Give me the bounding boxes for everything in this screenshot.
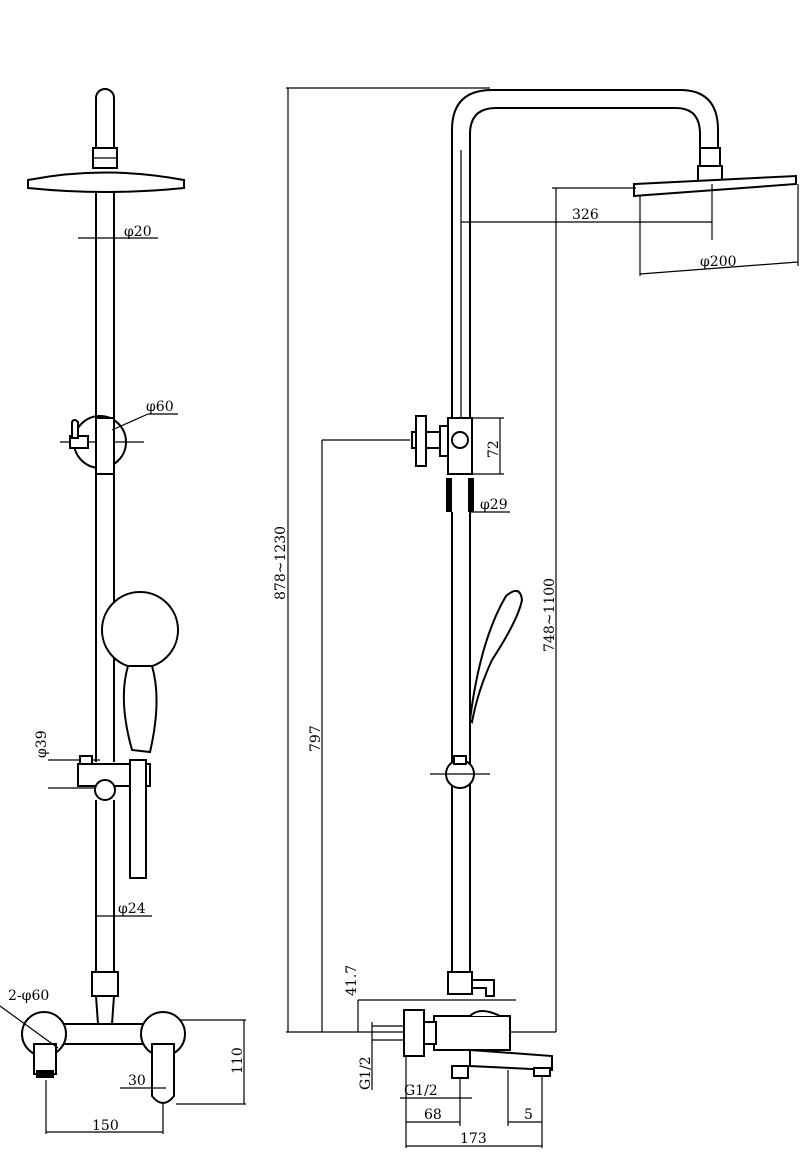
side-72-label: 72 — [486, 440, 502, 458]
side-mixer-coupling — [447, 971, 473, 995]
side-41-7-label: 41.7 — [344, 965, 360, 996]
side-gooseneck-inner — [469, 107, 701, 420]
front-upper-pipe — [95, 88, 115, 150]
front-shower-head — [27, 171, 185, 193]
side-slider-right — [468, 478, 474, 512]
side-5-label: 5 — [524, 1107, 533, 1123]
side-holder-pin — [453, 755, 467, 765]
side-spout — [469, 1048, 553, 1072]
side-overall-label: 878~1230 — [273, 526, 289, 600]
side-173-label: 173 — [460, 1131, 487, 1147]
front-left-inlet — [33, 1043, 57, 1075]
side-head-nut — [699, 147, 721, 167]
front-diverter-collar — [95, 417, 115, 475]
side-slider-left — [446, 478, 452, 512]
front-phi60-leader — [111, 413, 149, 431]
front-phi39-label: φ39 — [34, 730, 50, 758]
front-phi20-label: φ20 — [124, 224, 152, 240]
side-hand-shower — [468, 589, 524, 725]
side-outlet — [451, 1065, 469, 1079]
front-phi24-label: φ24 — [118, 901, 146, 917]
side-mixer-nut — [423, 1021, 437, 1045]
side-head-height-label: 748~1100 — [542, 578, 558, 652]
side-view: 878~1230 797 φ200 326 748~1100 — [273, 87, 799, 1148]
side-mixer-body — [433, 1015, 511, 1051]
side-phi200-label: φ200 — [700, 254, 737, 270]
front-mixer-coupling — [91, 971, 119, 997]
side-phi200-dim-line — [639, 261, 799, 275]
side-68-label: 68 — [424, 1107, 442, 1123]
side-mixer-lever — [471, 979, 495, 997]
front-hand-shower-head — [101, 591, 179, 669]
side-phi29-label: φ29 — [480, 497, 508, 513]
side-spout-tip — [533, 1067, 551, 1077]
front-phi60-label: φ60 — [146, 399, 174, 415]
side-shower-head — [633, 174, 797, 198]
front-2phi60-leader — [0, 1005, 59, 1049]
front-holder-pin — [79, 755, 93, 765]
front-110-label: 110 — [230, 1047, 246, 1074]
side-diverter-hole — [451, 431, 469, 449]
front-spout — [151, 1043, 175, 1104]
side-g12-horizontal-label: G1/2 — [404, 1083, 438, 1099]
front-diverter-lever — [71, 419, 79, 439]
side-mixer-cap — [469, 1010, 501, 1017]
front-150-label: 150 — [92, 1118, 119, 1134]
side-diverter-knob — [415, 415, 427, 467]
side-diverter-collar — [439, 425, 449, 457]
side-g12-vertical-label: G1/2 — [358, 1056, 374, 1090]
front-hand-shower-handle — [122, 665, 158, 754]
front-mixer-riser — [94, 995, 116, 1025]
front-left-thread — [36, 1070, 54, 1078]
side-gooseneck-outer — [451, 89, 719, 420]
front-view: φ20 φ60 φ39 φ24 — [0, 88, 246, 1134]
front-30-label: 30 — [128, 1073, 146, 1089]
side-326-label: 326 — [572, 207, 599, 223]
side-mixer-flange — [403, 1009, 425, 1057]
front-2phi60-label: 2-φ60 — [8, 988, 49, 1004]
front-holder-clamp — [94, 779, 116, 801]
front-hose-holder — [129, 759, 147, 879]
side-797-label: 797 — [308, 725, 324, 752]
